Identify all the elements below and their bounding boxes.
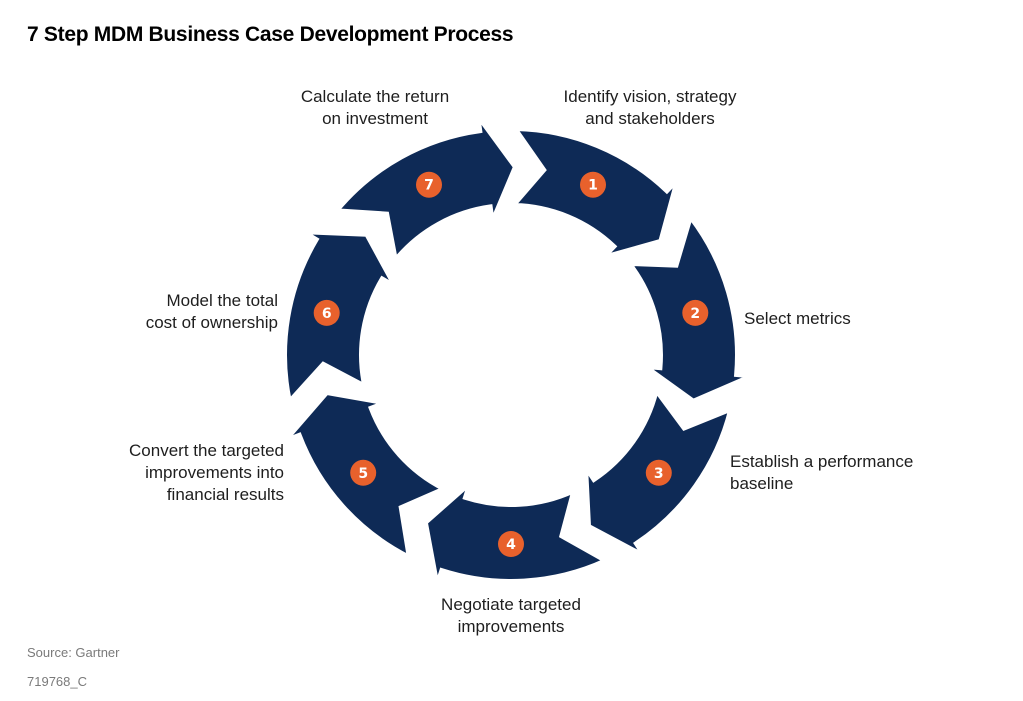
badge-circle xyxy=(580,171,606,198)
step-label-5: Convert the targeted improvements into f… xyxy=(129,440,284,506)
badge-circle xyxy=(682,299,709,326)
step-7-line-1: Calculate the return xyxy=(300,87,450,106)
step-1-line-1: Identify vision, strategy xyxy=(563,87,737,106)
step-3-line-1: Establish a performance xyxy=(730,452,914,471)
badge-circle xyxy=(498,531,524,557)
badge-number: 3 xyxy=(654,466,664,482)
diagram-title: 7 Step MDM Business Case Development Pro… xyxy=(27,23,514,46)
badge-number: 1 xyxy=(588,178,598,194)
step-badge-2: 2 xyxy=(682,299,709,326)
step-badge-5: 5 xyxy=(350,459,377,486)
badge-circle xyxy=(313,299,340,326)
step-5-line-1: Convert the targeted xyxy=(129,441,284,460)
step-badge-3: 3 xyxy=(645,459,672,486)
badge-number: 7 xyxy=(424,178,434,194)
badge-circle xyxy=(350,459,377,486)
step-4-line-2: improvements xyxy=(457,617,565,636)
step-3-line-2: baseline xyxy=(730,474,794,493)
step-badge-4: 4 xyxy=(498,531,524,557)
step-arrow-6 xyxy=(283,230,400,405)
step-7-line-2: on investment xyxy=(322,109,428,128)
figure-id: 719768_C xyxy=(27,674,87,689)
step-6-line-2: cost of ownership xyxy=(145,313,278,332)
badge-circle xyxy=(416,171,442,198)
badge-number: 2 xyxy=(690,306,700,322)
step-5-line-2: improvements into xyxy=(145,463,284,482)
badge-number: 4 xyxy=(506,537,516,553)
step-badge-1: 1 xyxy=(580,171,606,198)
badge-number: 5 xyxy=(358,466,368,482)
source-note: Source: Gartner xyxy=(27,645,120,660)
step-2-line-1: Select metrics xyxy=(744,309,851,328)
step-6-line-1: Model the total xyxy=(166,291,278,310)
step-label-3: Establish a performance baseline xyxy=(730,451,913,495)
step-label-7: Calculate the return on investment xyxy=(260,86,490,130)
step-1-line-2: and stakeholders xyxy=(585,109,715,128)
badge-circle xyxy=(645,459,672,486)
step-badge-6: 6 xyxy=(313,299,340,326)
step-5-line-3: financial results xyxy=(166,485,284,504)
step-badge-7: 7 xyxy=(416,171,442,198)
arrow-ring xyxy=(283,116,751,585)
step-label-1: Identify vision, strategy and stakeholde… xyxy=(535,86,765,130)
step-label-6: Model the total cost of ownership xyxy=(146,290,278,334)
badge-number: 6 xyxy=(322,306,332,322)
step-4-line-1: Negotiate targeted xyxy=(441,595,581,614)
step-label-2: Select metrics xyxy=(744,308,851,330)
step-label-4: Negotiate targeted improvements xyxy=(396,594,626,638)
badge-group: 1 2 3 4 5 6 7 xyxy=(313,171,709,557)
